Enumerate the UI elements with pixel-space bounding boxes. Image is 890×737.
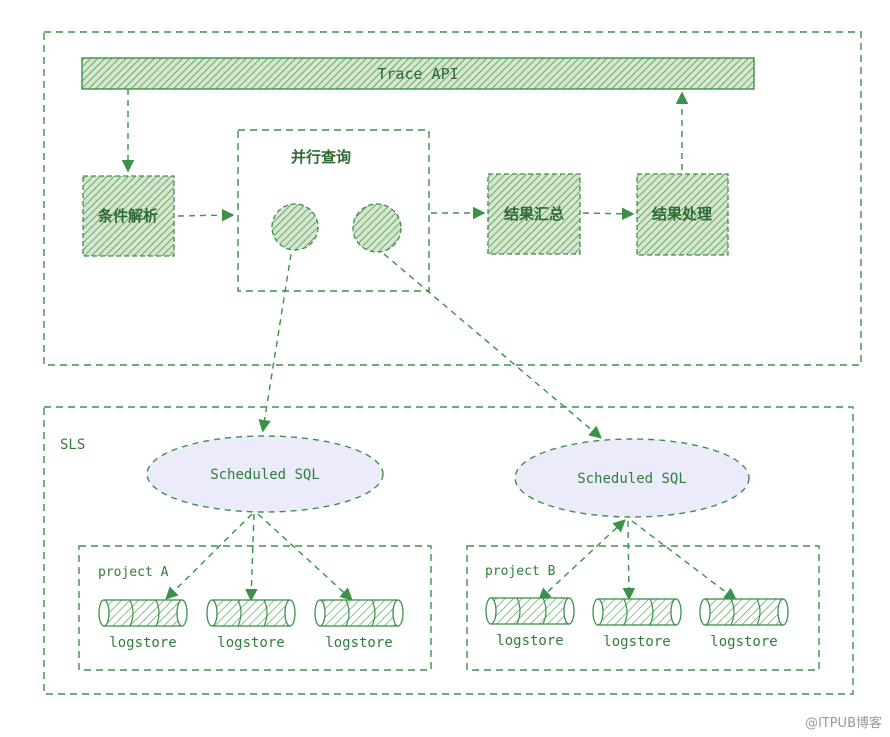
logstore-cylinder: logstore [485,597,575,649]
arrow-sql-left-to-logstore-a2 [245,513,258,602]
project-b-logstores: logstore logstore logstore [485,597,789,650]
condition-parse-box: 条件解析 [82,175,175,257]
logstore-label: logstore [496,633,563,649]
project-a-label: project A [98,565,169,580]
arrow-sql-left-to-logstore-a1 [165,513,253,600]
query-node-left [271,203,319,251]
arrow-aggregate-to-process [582,207,635,221]
scheduled-sql-left: Scheduled SQL [146,435,384,513]
arrow-query-right-to-sql-right [383,253,602,439]
logstore-label: logstore [710,634,777,650]
scheduled-sql-right-label: Scheduled SQL [577,471,687,487]
result-process-label: 结果处理 [652,205,712,223]
scheduled-sql-right: Scheduled SQL [514,438,750,518]
trace-api-bar: Trace API [81,57,755,90]
top-system-container [43,31,862,366]
logstore-cylinder: logstore [699,598,789,650]
parallel-query-label: 并行查询 [291,148,351,166]
logstore-cylinder: logstore [98,599,188,651]
result-process-box: 结果处理 [636,173,729,256]
project-a-container [78,545,432,671]
project-b-label: project B [485,564,556,579]
condition-parse-label: 条件解析 [97,207,158,225]
arrow-logstore-b1-to-sql-right [538,519,626,601]
arrow-logstore-b2-to-sql-right [622,520,636,601]
logstore-cylinder: logstore [592,598,682,650]
arrow-query-left-to-sql-left [258,253,292,433]
sls-label: SLS [60,437,85,453]
arrow-logstore-b3-to-sql-right [631,520,738,601]
sls-container [43,406,854,695]
query-node-right [352,203,402,253]
result-aggregate-box: 结果汇总 [487,173,581,255]
scheduled-sql-left-label: Scheduled SQL [210,467,320,483]
watermark: @ITPUB博客 [805,715,882,731]
logstore-label: logstore [217,635,284,651]
arrow-parse-to-query [177,208,235,222]
logstore-label: logstore [109,635,176,651]
logstore-label: logstore [603,634,670,650]
project-b-container [466,545,820,671]
arrow-sql-left-to-logstore-a3 [257,513,353,601]
logstore-cylinder: logstore [206,599,296,651]
project-a-logstores: logstore logstore logstore [98,599,404,651]
logstore-label: logstore [325,635,392,651]
result-aggregate-label: 结果汇总 [504,205,564,223]
trace-api-label: Trace API [377,65,458,83]
logstore-cylinder: logstore [314,599,404,651]
parallel-query-box: 并行查询 [237,129,430,292]
